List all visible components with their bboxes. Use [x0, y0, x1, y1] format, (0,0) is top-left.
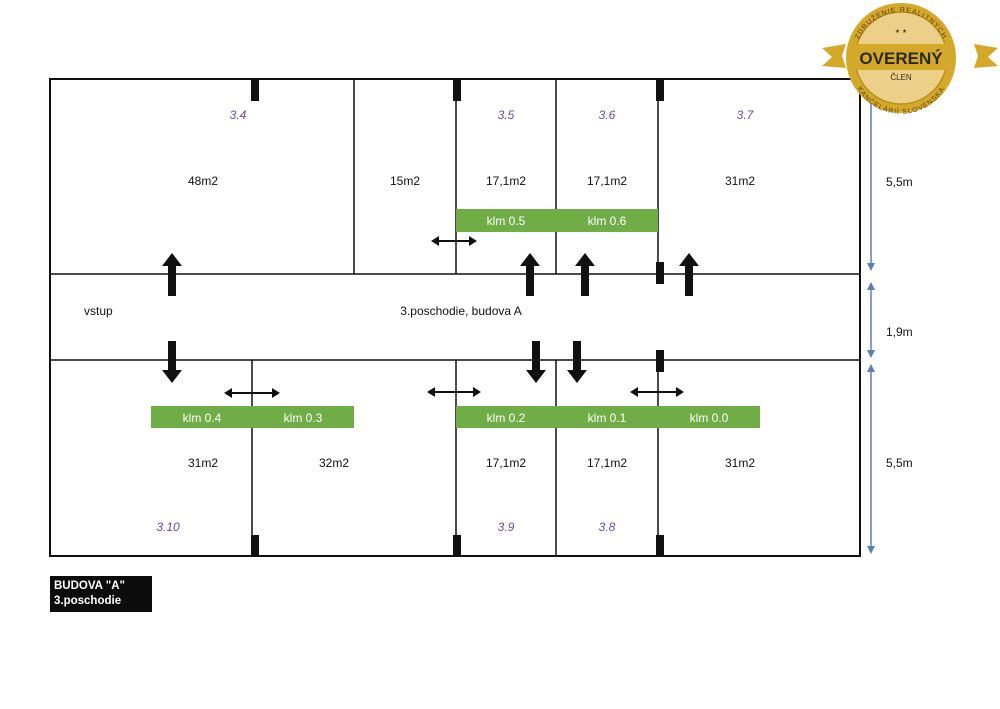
room-number: 3.5	[498, 108, 515, 122]
double-arrow-icon	[630, 387, 684, 397]
klm-bars	[151, 209, 760, 428]
klm-bar	[658, 406, 760, 428]
room-area: 15m2	[390, 174, 420, 188]
pillar	[251, 535, 259, 556]
pillar	[656, 350, 664, 372]
dimension-line	[867, 81, 875, 271]
klm-label: klm 0.1	[588, 411, 627, 425]
arrow-down-icon	[162, 341, 182, 383]
room-number: 3.10	[156, 520, 180, 534]
arrow-up-icon	[679, 253, 699, 296]
pillar	[656, 79, 664, 101]
room-area: 31m2	[725, 456, 755, 470]
room-area: 31m2	[188, 456, 218, 470]
arrow-up-icon	[520, 253, 540, 296]
pillar	[453, 535, 461, 556]
arrow-down-icon	[526, 341, 546, 383]
room-area: 48m2	[188, 174, 218, 188]
pillars	[251, 79, 664, 556]
dimension-label: 5,5m	[886, 456, 913, 470]
klm-bar	[556, 209, 658, 232]
room-number: 3.9	[498, 520, 515, 534]
dimension-lines	[867, 81, 875, 554]
double-arrows	[224, 236, 684, 398]
room-number: 3.4	[230, 108, 247, 122]
pillar	[453, 79, 461, 101]
room-area: 17,1m2	[486, 174, 526, 188]
room-area: 17,1m2	[486, 456, 526, 470]
room-area: 32m2	[319, 456, 349, 470]
badge-sub-text: ČLEN	[890, 73, 912, 82]
room-number: 3.8	[599, 520, 616, 534]
entrance-label: vstup	[84, 304, 113, 318]
double-arrow-icon	[427, 387, 481, 397]
klm-label: klm 0.5	[487, 214, 526, 228]
klm-bar	[252, 406, 354, 428]
klm-bar	[556, 406, 658, 428]
klm-bar	[456, 406, 556, 428]
double-arrow-icon	[224, 388, 280, 398]
door-arrows-down	[162, 341, 587, 383]
klm-label: klm 0.3	[284, 411, 323, 425]
arrow-up-icon	[575, 253, 595, 296]
double-arrow-icon	[431, 236, 477, 246]
klm-label: klm 0.4	[183, 411, 222, 425]
door-arrows-up	[162, 253, 699, 296]
seal-band	[849, 44, 953, 70]
corridor-title: 3.poschodie, budova A	[400, 304, 521, 318]
ribbon-left	[822, 44, 846, 68]
legend-floor: 3.poschodie	[54, 595, 122, 607]
pillar	[656, 262, 664, 284]
room-area: 31m2	[725, 174, 755, 188]
room-number: 3.7	[737, 108, 755, 122]
room-area: 17,1m2	[587, 174, 627, 188]
star-icon: ★ ★	[895, 28, 907, 35]
klm-label: klm 0.2	[487, 411, 526, 425]
pillar	[251, 79, 259, 101]
klm-label: klm 0.6	[588, 214, 627, 228]
pillar	[656, 535, 664, 556]
verified-member-badge: ZDRUŽENIE REALITNÝCH KANCELÁRIÍ SLOVENSK…	[822, 3, 998, 116]
arrow-up-icon	[162, 253, 182, 296]
badge-main-text: OVERENÝ	[859, 49, 943, 68]
room-number: 3.6	[599, 108, 616, 122]
building-legend: BUDOVA "A" 3.poschodie	[50, 576, 152, 612]
dimension-line	[867, 282, 875, 358]
dimension-label: 1,9m	[886, 325, 913, 339]
ribbon-right	[974, 44, 998, 68]
legend-building: BUDOVA "A"	[54, 580, 125, 592]
room-area: 17,1m2	[587, 456, 627, 470]
klm-bar	[151, 406, 252, 428]
dimension-label: 5,5m	[886, 175, 913, 189]
dimension-line	[867, 364, 875, 554]
klm-label: klm 0.0	[690, 411, 729, 425]
arrow-down-icon	[567, 341, 587, 383]
klm-bar	[456, 209, 556, 232]
